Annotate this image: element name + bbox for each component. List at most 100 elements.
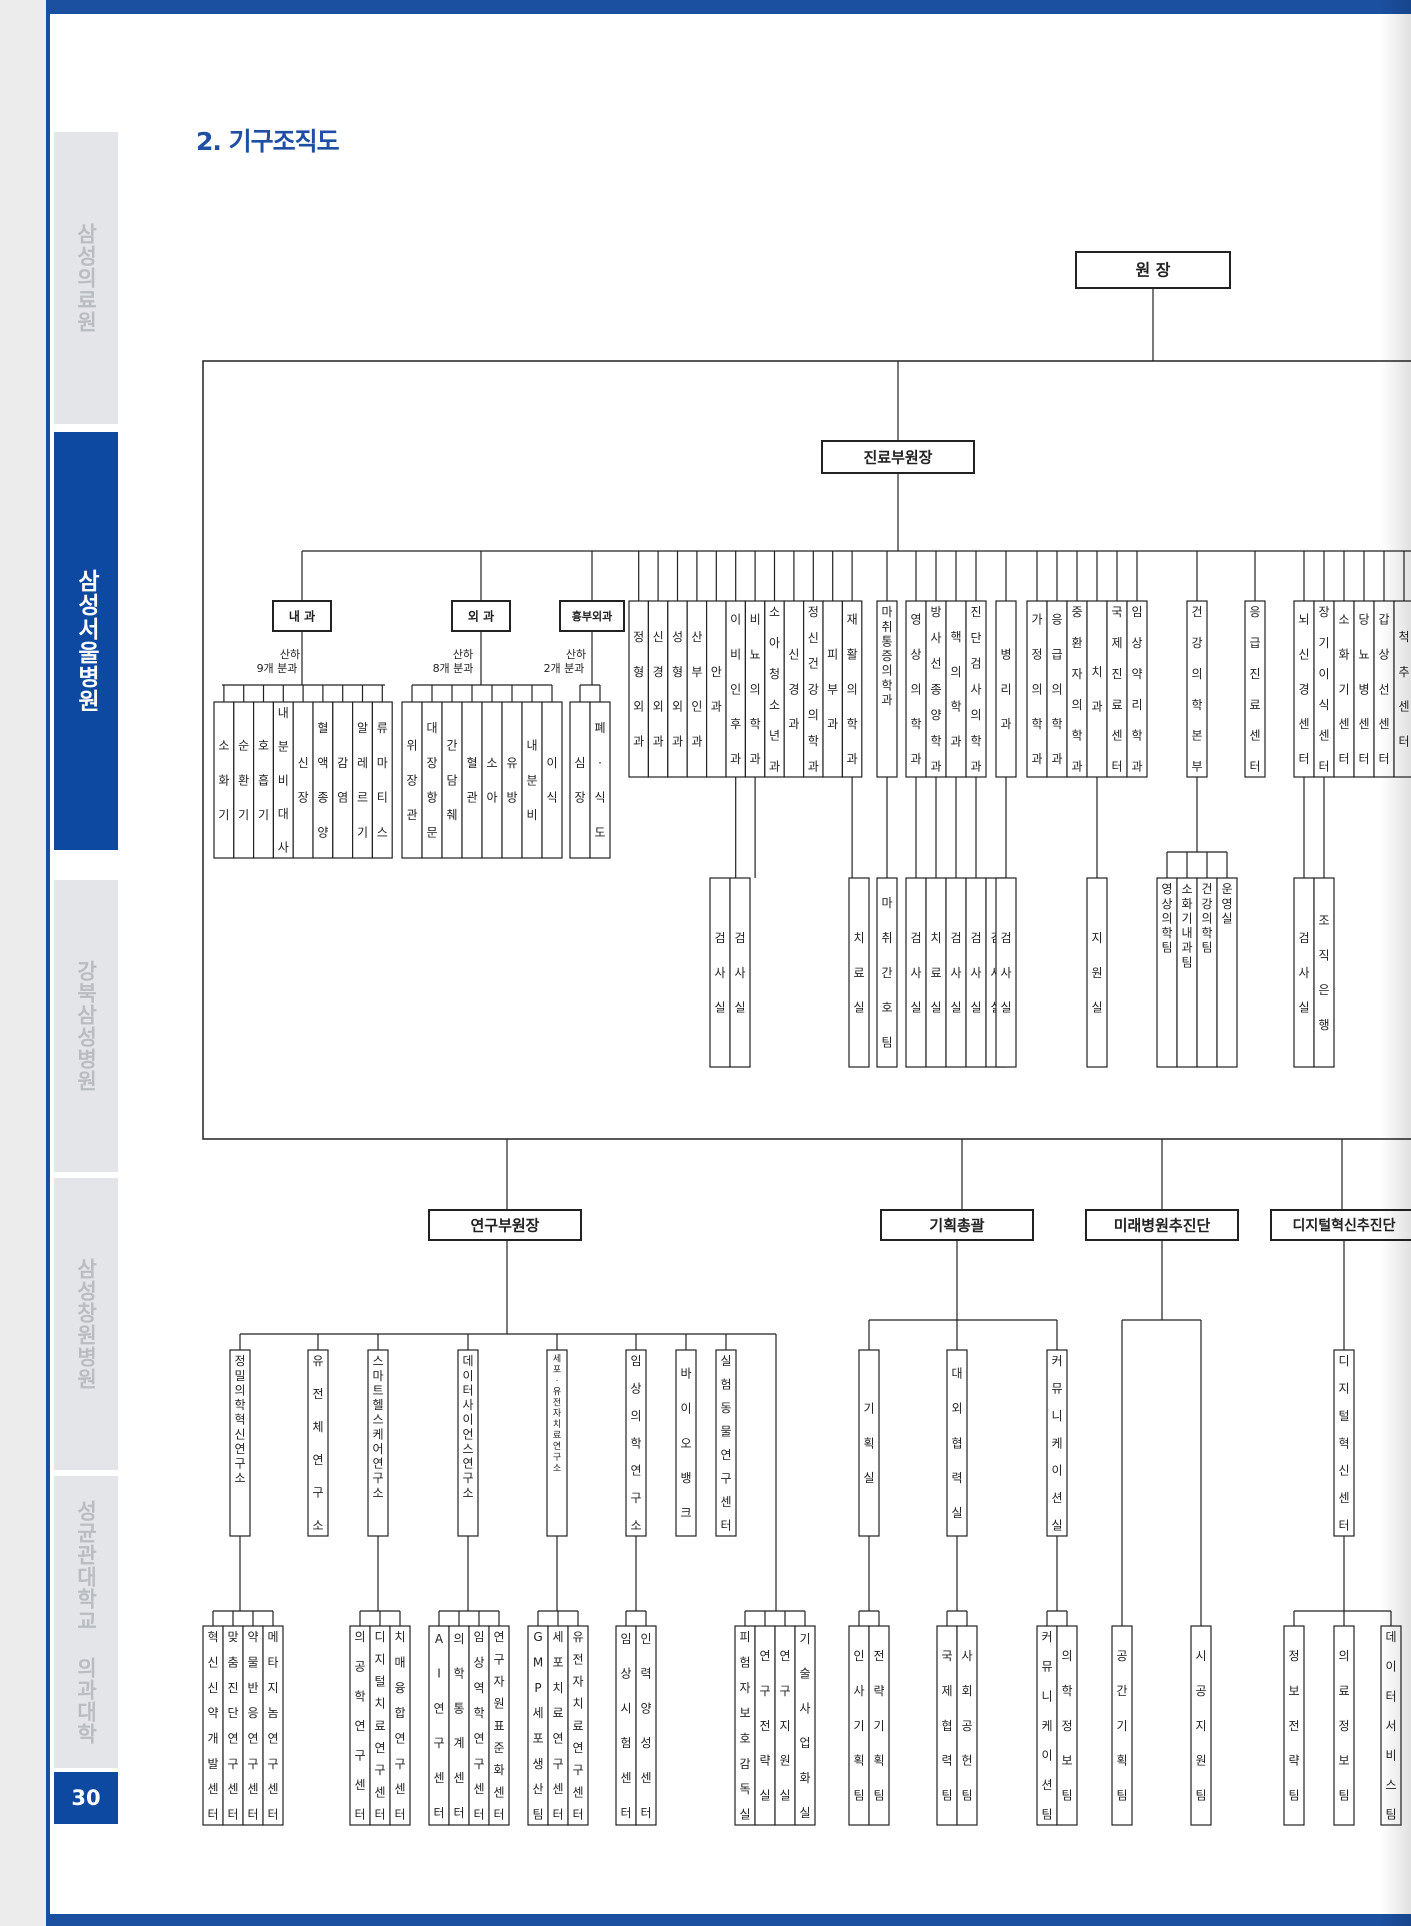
clinical-sub-unit-frame <box>1313 877 1335 1068</box>
surgery-box: 외 과 <box>468 609 494 624</box>
clinical-department-frame <box>1126 600 1148 778</box>
clinical-department-frame <box>667 600 688 778</box>
clinical-department-frame <box>945 600 967 778</box>
clinical-department-frame <box>1106 600 1128 778</box>
chest-surgery-sub-frame <box>569 701 591 859</box>
surgery-sub-frame <box>481 701 503 859</box>
clinical-department-frame <box>686 600 708 778</box>
clinical-sub-unit-frame <box>848 877 870 1068</box>
chest-surgery-box: 흉부외과 <box>572 609 612 623</box>
clinical-department-frame <box>647 600 669 778</box>
sidebar-tab-samsung-medical-center[interactable]: 삼성의료원 <box>54 132 118 424</box>
director-box-frame <box>1075 251 1231 289</box>
clinical-department-frame <box>705 600 727 778</box>
surgery-note: 8개 분과 <box>433 662 474 675</box>
research-vp-box-frame <box>428 1209 582 1241</box>
surgery-sub-frame <box>501 701 523 859</box>
clinical-sub-unit-frame <box>729 877 751 1068</box>
sidebar-tab-samsung-seoul-hospital[interactable]: 삼성서울병원 <box>54 432 118 850</box>
chest-surgery-note: 산하 <box>566 647 586 661</box>
specialty-center-frame <box>1313 600 1335 778</box>
chapter-sidebar: 삼성의료원 삼성서울병원 강북삼성병원 삼성창원병원 성균관대학교 의과대학 <box>54 0 118 1926</box>
sidebar-tab-skku-medicine[interactable]: 성균관대학교 의과대학 <box>54 1476 118 1768</box>
research-leaf-frame <box>635 1625 657 1826</box>
chest-surgery-note: 2개 분과 <box>544 662 585 675</box>
internal-medicine-sub-frame <box>332 701 354 859</box>
page-title: 2. 기구조직도 <box>196 127 340 156</box>
internal-medicine-note: 9개 분과 <box>257 662 298 675</box>
surgery-box-frame <box>451 600 511 632</box>
sidebar-tab-samsung-changwon-hospital[interactable]: 삼성창원병원 <box>54 1178 118 1470</box>
specialty-center: 척추센터 <box>1398 630 1409 748</box>
digital-innovation-box: 디지털혁신추진단 <box>1292 1217 1395 1234</box>
clinical-department-frame <box>764 600 785 778</box>
planning-box: 기획총괄 <box>929 1217 984 1235</box>
research-unit-frame <box>307 1349 329 1537</box>
planning-box-frame <box>880 1209 1034 1241</box>
internal-medicine-note: 산하 <box>280 647 300 661</box>
research-leaf-frame <box>615 1625 637 1826</box>
sidebar-tab-kangbuk-samsung-hospital[interactable]: 강북삼성병원 <box>54 880 118 1172</box>
